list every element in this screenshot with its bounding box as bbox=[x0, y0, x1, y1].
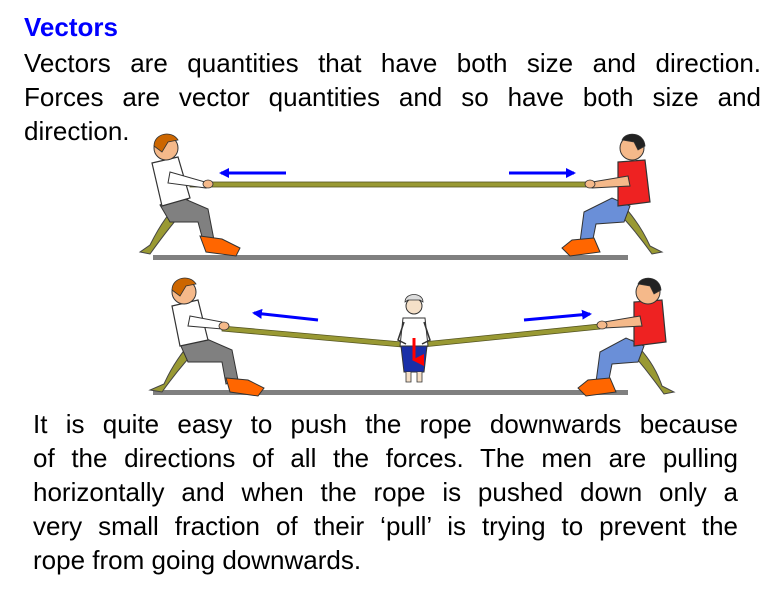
intro-line: direction. bbox=[24, 116, 130, 146]
ground-line bbox=[153, 255, 628, 260]
right-man-figure bbox=[577, 277, 676, 397]
right-pull-arrow bbox=[523, 309, 592, 322]
right-man-figure bbox=[561, 133, 664, 257]
left-pull-arrow bbox=[252, 308, 319, 322]
left-man-figure bbox=[138, 133, 241, 257]
explanation-line: very small fraction of their ‘pull’ is t… bbox=[33, 511, 738, 541]
intro-text: Vectors are quantities that have both si… bbox=[24, 46, 761, 148]
explanation-text: It is quite easy to push the rope downwa… bbox=[33, 407, 738, 577]
page-title: Vectors bbox=[24, 12, 118, 42]
bottom-scene bbox=[148, 277, 676, 397]
intro-line: Vectors are quantities that have both si… bbox=[24, 48, 761, 78]
intro-line: Forces are vector quantities and so have… bbox=[24, 82, 761, 112]
top-scene bbox=[138, 133, 664, 260]
left-man-figure bbox=[148, 277, 265, 397]
explanation-line: horizontally and when the rope is pushed… bbox=[33, 477, 738, 507]
ground-line bbox=[153, 390, 628, 395]
explanation-line: rope from going downwards. bbox=[33, 545, 362, 575]
explanation-line: It is quite easy to push the rope downwa… bbox=[33, 409, 738, 439]
rope bbox=[189, 181, 601, 188]
explanation-line: of the directions of all the forces. The… bbox=[33, 443, 738, 473]
woman-figure bbox=[397, 294, 431, 383]
